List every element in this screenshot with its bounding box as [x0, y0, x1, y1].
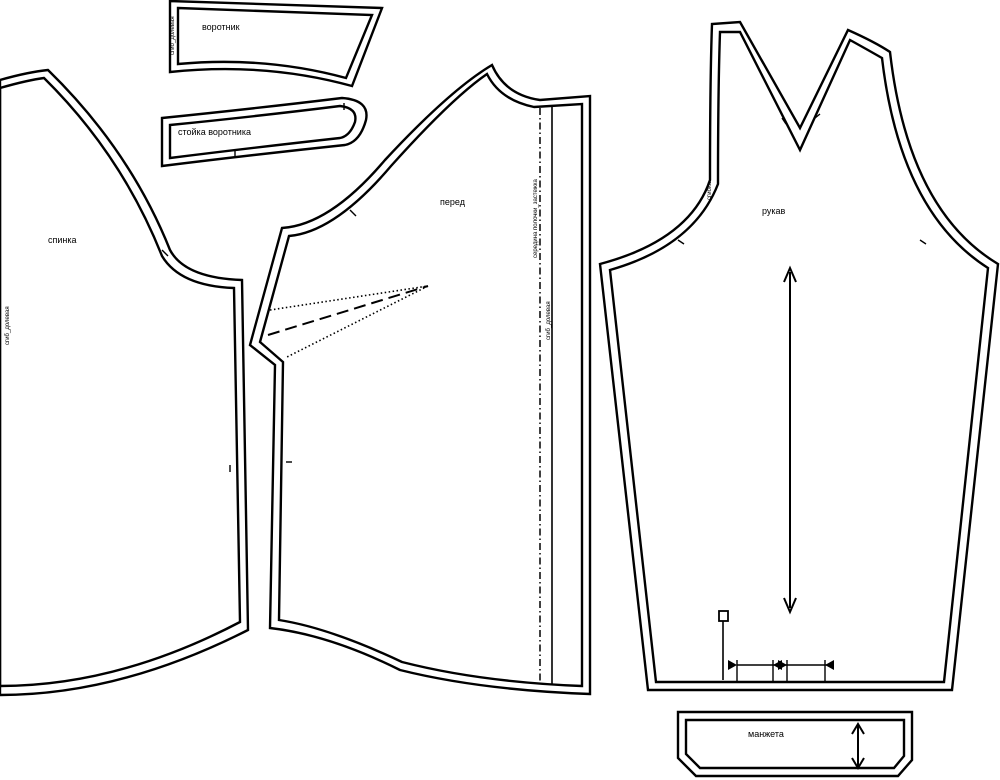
pleat-arrow-icon — [778, 660, 787, 670]
collar-stand-outline — [160, 96, 368, 168]
collar-seam-line — [176, 6, 374, 80]
sleeve-piece: рукав сгибка — [598, 20, 1000, 692]
back-outline — [0, 68, 250, 697]
sleeve-notch — [814, 113, 821, 119]
front-piece: перед середина полочки_застежка сгиб_дол… — [248, 63, 592, 696]
collar-piece: воротник сгиб_долевая — [168, 0, 384, 88]
collar-outline — [168, 0, 384, 88]
sleeve-seam-line — [608, 30, 990, 684]
collar-stand-seam-line — [168, 104, 357, 160]
grainline-arrow-down-icon — [783, 597, 797, 615]
collar-fold-label: сгиб_долевая — [170, 16, 176, 55]
front-seam-line — [258, 72, 584, 688]
pleat-arrow-icon — [825, 660, 834, 670]
grainline-arrow-down-icon — [851, 757, 865, 770]
front-notch — [349, 209, 357, 217]
back-seam-line — [0, 76, 242, 688]
back-piece: спинка сгиб_долевая — [0, 68, 250, 697]
collar-label: воротник — [202, 22, 240, 32]
cuff-outline — [676, 710, 914, 778]
sleeve-fold-label: сгибка — [707, 181, 713, 200]
cuff-label: манжета — [748, 729, 784, 739]
sleeve-notch — [919, 239, 927, 245]
front-placket-label: середина полочки_застежка — [533, 178, 539, 258]
back-fold-label: сгиб_долевая — [5, 306, 11, 345]
pleat-arrow-icon — [728, 660, 737, 670]
collar-stand-piece: стойка воротника — [160, 96, 368, 168]
front-fold-label: сгиб_долевая — [546, 301, 552, 340]
grainline-arrow-up-icon — [783, 265, 797, 283]
back-label: спинка — [48, 235, 77, 245]
sleeve-outline — [598, 20, 1000, 692]
front-outline — [248, 63, 592, 696]
front-dart-center — [267, 285, 429, 336]
sleeve-notch — [781, 117, 787, 125]
collar-stand-label: стойка воротника — [178, 127, 251, 137]
sleeve-notch — [677, 239, 685, 245]
sleeve-label: рукав — [762, 206, 786, 216]
sleeve-button-mark-icon — [718, 610, 729, 622]
front-dart-outline — [269, 285, 429, 359]
cuff-seam-line — [684, 718, 906, 770]
cuff-piece: манжета — [676, 710, 914, 778]
back-notch — [161, 249, 169, 257]
grainline-arrow-up-icon — [851, 722, 865, 735]
front-label: перед — [440, 197, 466, 207]
